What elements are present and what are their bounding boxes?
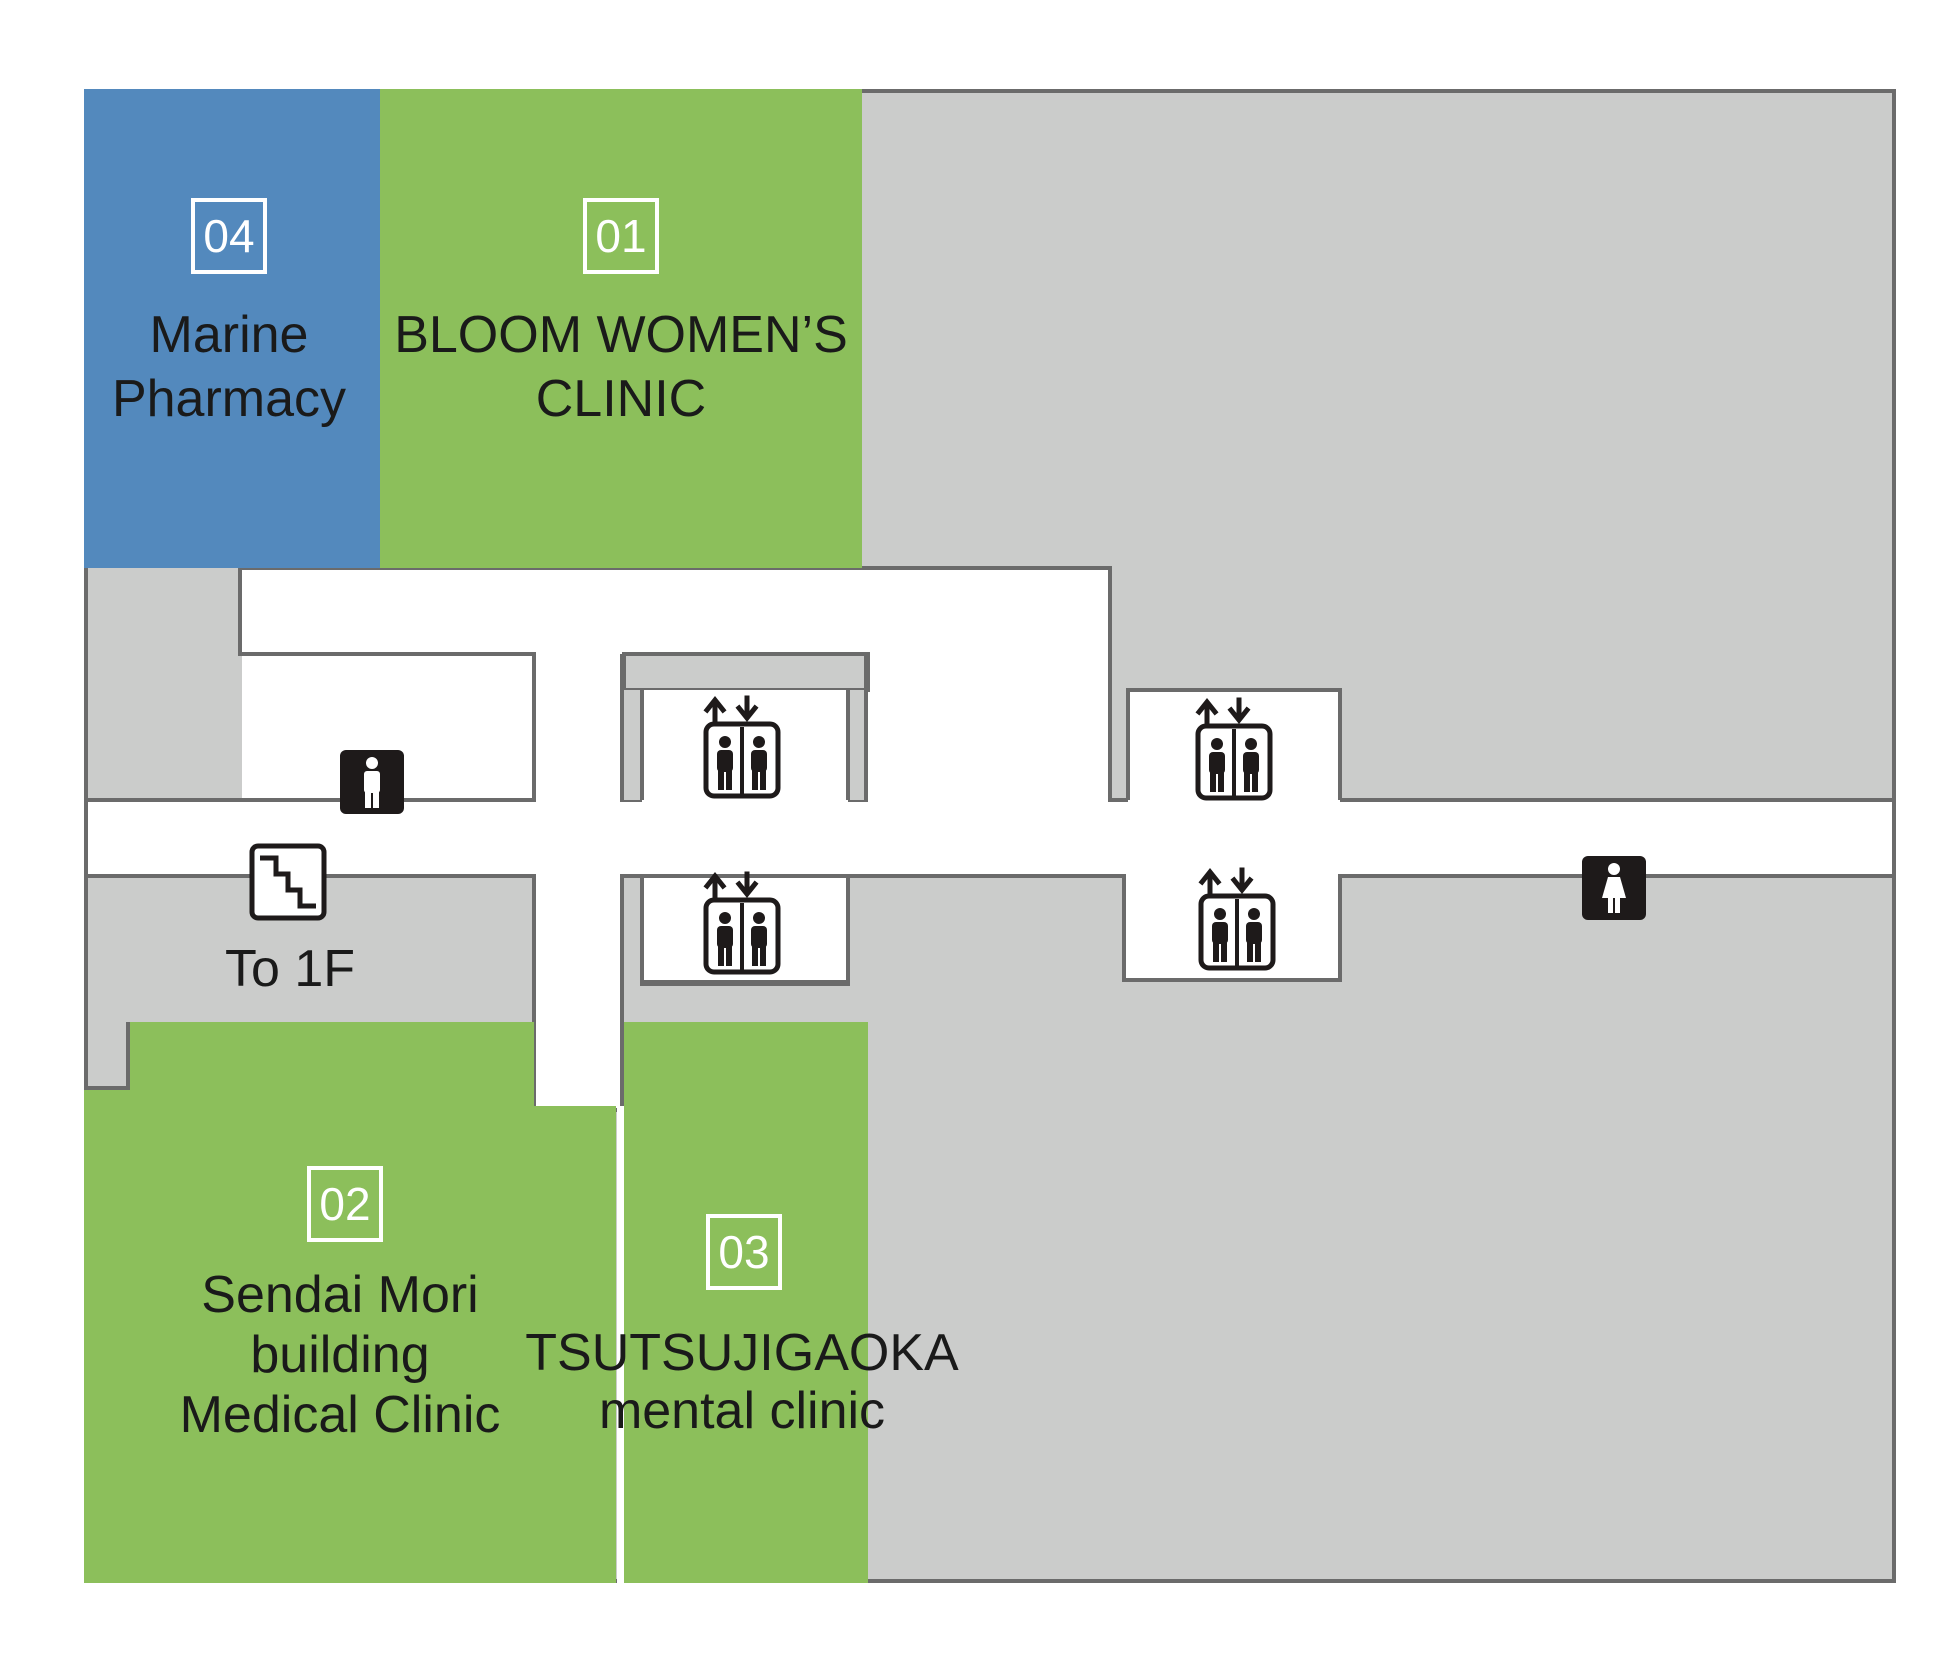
room-name-line: Pharmacy [112, 370, 346, 428]
room-number-badge [191, 198, 267, 274]
room-pharmacy[interactable] [84, 89, 380, 568]
room-number: 02 [319, 1178, 370, 1230]
room-number-badge [583, 198, 659, 274]
room-number: 01 [595, 210, 646, 262]
room-sendai-mori-medical-clinic[interactable] [84, 1022, 616, 1583]
room-name-line: BLOOM WOMEN’S [394, 306, 848, 364]
stairs-icon[interactable] [249, 843, 327, 921]
room-number-badge [307, 1166, 383, 1242]
room-number: 03 [718, 1226, 769, 1278]
room-name-line: TSUTSUJIGAOKA [525, 1324, 959, 1382]
room-tsutsujigaoka-mental-clinic[interactable] [624, 1022, 868, 1583]
mens-restroom-icon[interactable] [340, 750, 404, 814]
room-name-line: CLINIC [536, 370, 706, 428]
room-bloom-womens-clinic[interactable] [380, 89, 862, 568]
room-number: 04 [203, 210, 254, 262]
room-name-line: Sendai Mori [201, 1266, 478, 1324]
room-name-line: mental clinic [599, 1382, 885, 1440]
stairs-label: To 1F [225, 940, 355, 998]
womens-restroom-icon[interactable] [1582, 856, 1646, 920]
room-number-badge [706, 1214, 782, 1290]
room-name-line: Medical Clinic [180, 1386, 501, 1444]
room-name-line: Marine [150, 306, 309, 364]
room-name-line: building [250, 1326, 429, 1384]
